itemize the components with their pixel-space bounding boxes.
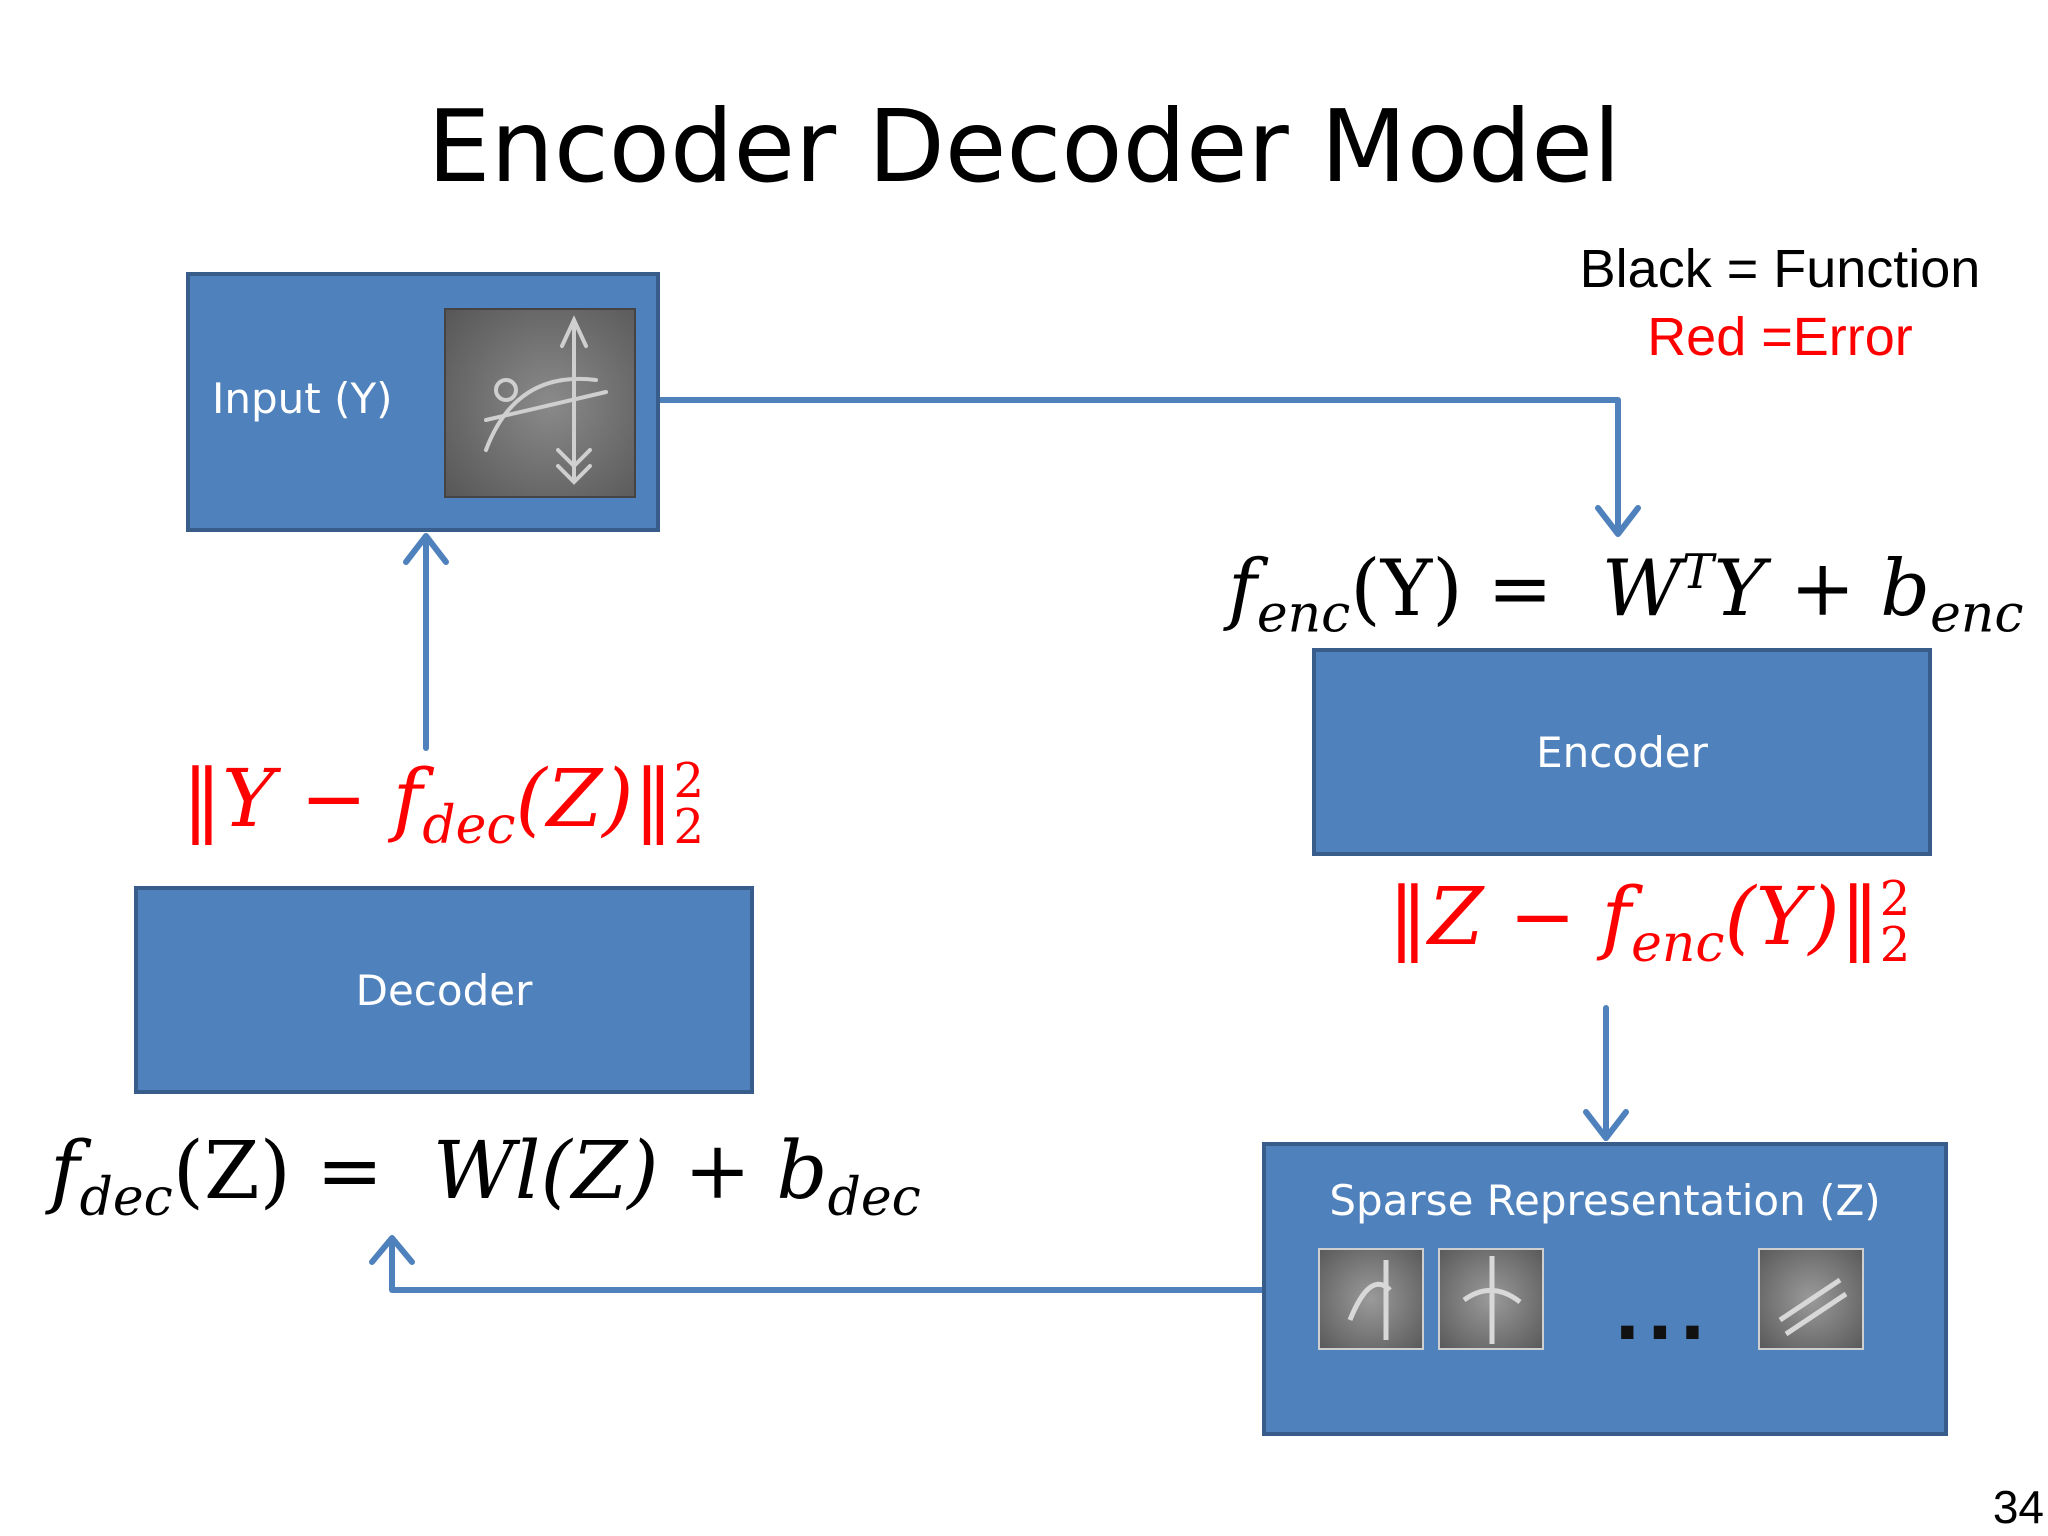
enc-w-superscript: T: [1681, 544, 1714, 600]
dec-rhs: Wl(Z) + b: [432, 1124, 828, 1217]
sparse-feature-image-2: [1438, 1248, 1544, 1350]
enc-error-norm: 2: [1879, 917, 1911, 973]
decoder-error-equation: ‖Y − fdec(Z)‖ 2 2: [182, 752, 704, 856]
dec-f-subscript: dec: [79, 1168, 173, 1228]
encoder-error-equation: ‖Z − fenc(Y)‖ 2 2: [1388, 870, 1910, 974]
dec-error-open: ‖Y − f: [182, 752, 423, 845]
enc-error-subscript: enc: [1631, 914, 1725, 974]
enc-f-subscript: enc: [1256, 584, 1351, 645]
sparse-representation-box: Sparse Representation (Z) ...: [1262, 1142, 1948, 1436]
encoder-box: Encoder: [1312, 648, 1932, 856]
dec-f-argument: (Z) =: [172, 1124, 384, 1217]
enc-error-close: (Y)‖: [1724, 870, 1880, 963]
enc-bias-subscript: enc: [1930, 584, 2024, 645]
legend-function: Black = Function: [1579, 239, 1981, 299]
page-number: 34: [1992, 1481, 2044, 1533]
sparse-feature-image-3: [1758, 1248, 1864, 1350]
dec-bias-subscript: dec: [827, 1168, 921, 1228]
dec-error-close: (Z)‖: [515, 752, 674, 845]
enc-error-power: 2: [1879, 871, 1911, 928]
legend-error: Red =Error: [1647, 307, 1913, 367]
input-label: Input (Y): [212, 374, 393, 423]
arrow-glyph-icon: [484, 315, 608, 485]
ellipsis: ...: [1614, 1274, 1712, 1356]
decoder-box: Decoder: [134, 886, 754, 1094]
dec-error-power: 2: [673, 753, 705, 810]
enc-rhs: Y + b: [1713, 544, 1931, 634]
encoder-label: Encoder: [1536, 728, 1708, 777]
enc-error-open: ‖Z − f: [1388, 870, 1632, 963]
dec-error-norm: 2: [673, 799, 705, 855]
input-box: Input (Y): [186, 272, 660, 532]
sparse-label: Sparse Representation (Z): [1329, 1176, 1881, 1225]
arrow-input-to-encoder: [657, 397, 1621, 535]
decoder-label: Decoder: [355, 966, 533, 1015]
dec-f-symbol: f: [50, 1124, 80, 1217]
input-image: [444, 308, 636, 498]
dec-error-subscript: dec: [422, 796, 516, 856]
enc-f-symbol: f: [1228, 544, 1257, 634]
enc-w-symbol: W: [1601, 544, 1682, 634]
encoder-function-equation: fenc(Y) = WTY + benc: [1228, 544, 2024, 645]
decoder-function-equation: fdec(Z) = Wl(Z) + bdec: [50, 1124, 921, 1228]
arrow-sparse-to-decoder: [389, 1239, 1265, 1293]
slide-title: Encoder Decoder Model: [427, 88, 1621, 205]
enc-f-argument: (Y) =: [1350, 544, 1553, 634]
sparse-feature-image-1: [1318, 1248, 1424, 1350]
